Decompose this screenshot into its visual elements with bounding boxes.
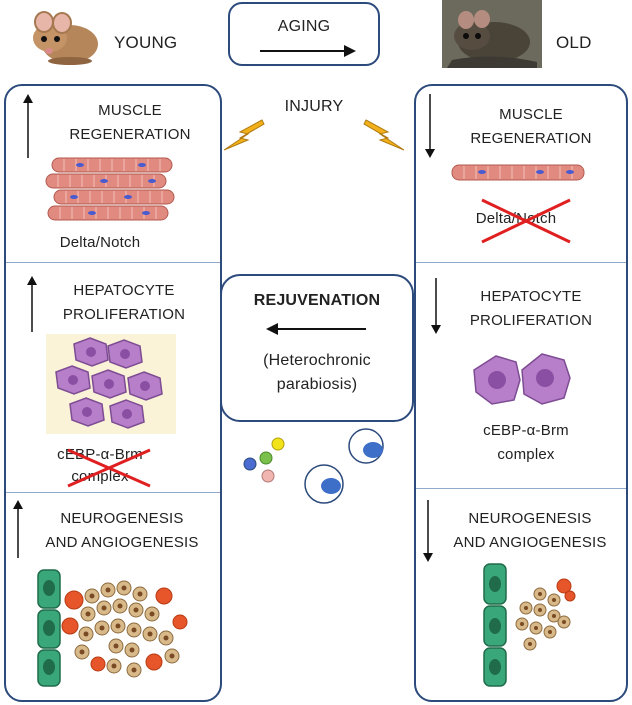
lightning-icon xyxy=(223,119,265,151)
young-divider-2 xyxy=(6,492,220,493)
rejuvenation-box: REJUVENATION (Heterochronic parabiosis) xyxy=(220,274,414,422)
young-cebp-label-2: complex xyxy=(71,468,129,485)
neuro-angio-cells-old xyxy=(483,563,576,687)
muscle-fiber-old xyxy=(451,164,585,181)
old-panel xyxy=(414,84,628,702)
young-cebp-label-1: cEBP-α-Brm xyxy=(57,446,143,463)
arrow-up-icon xyxy=(27,276,37,332)
hepatocyte-pair-old xyxy=(473,353,571,405)
neuro-angio-cells-young xyxy=(37,569,188,687)
hepatocyte-cluster-young xyxy=(46,334,176,434)
arrow-up-icon xyxy=(13,500,23,558)
heterochronic-label-2: parabiosis) xyxy=(276,376,358,393)
injury-label: INJURY xyxy=(284,98,344,115)
arrow-up-icon xyxy=(23,94,33,158)
circulating-factors-icon xyxy=(243,428,384,504)
aging-box: AGING xyxy=(228,2,380,66)
young-hepatocyte-label-2: PROLIFERATION xyxy=(62,306,186,323)
old-delta-notch: Delta/Notch xyxy=(475,210,557,227)
young-neuro-label-2: AND ANGIOGENESIS xyxy=(45,534,199,551)
aging-arrow xyxy=(260,45,356,57)
old-muscle-label-2: REGENERATION xyxy=(470,130,592,147)
rejuvenation-label: REJUVENATION xyxy=(253,292,381,309)
arrow-down-icon xyxy=(431,278,441,334)
young-hepatocyte-label-1: HEPATOCYTE xyxy=(73,282,175,299)
arrow-down-icon xyxy=(423,500,433,562)
old-hepatocyte-label-2: PROLIFERATION xyxy=(469,312,593,329)
muscle-fibers-young xyxy=(45,157,175,221)
young-delta-notch: Delta/Notch xyxy=(59,234,141,251)
old-neuro-label-1: NEUROGENESIS xyxy=(468,510,592,527)
mouse-old-icon xyxy=(442,0,542,68)
old-hepatocyte-label-1: HEPATOCYTE xyxy=(480,288,582,305)
old-divider-1 xyxy=(416,262,626,263)
old-label: OLD xyxy=(556,33,592,52)
arrow-down-icon xyxy=(425,94,435,158)
mouse-young-icon xyxy=(33,11,98,65)
young-label: YOUNG xyxy=(114,33,178,52)
young-muscle-label-1: MUSCLE xyxy=(98,102,162,119)
rejuvenation-arrow xyxy=(266,323,366,335)
red-x-icon xyxy=(67,448,151,488)
old-divider-2 xyxy=(416,488,626,489)
old-cebp-label-1: cEBP-α-Brm xyxy=(483,422,569,439)
lightning-icon xyxy=(363,119,405,151)
aging-label: AGING xyxy=(277,18,331,35)
old-cebp-label-2: complex xyxy=(497,446,555,463)
old-muscle-label-1: MUSCLE xyxy=(499,106,563,123)
young-divider-1 xyxy=(6,262,220,263)
old-neuro-label-2: AND ANGIOGENESIS xyxy=(453,534,607,551)
heterochronic-label-1: (Heterochronic xyxy=(263,352,371,369)
red-x-icon xyxy=(481,198,571,244)
young-neuro-label-1: NEUROGENESIS xyxy=(60,510,184,527)
young-muscle-label-2: REGENERATION xyxy=(69,126,191,143)
